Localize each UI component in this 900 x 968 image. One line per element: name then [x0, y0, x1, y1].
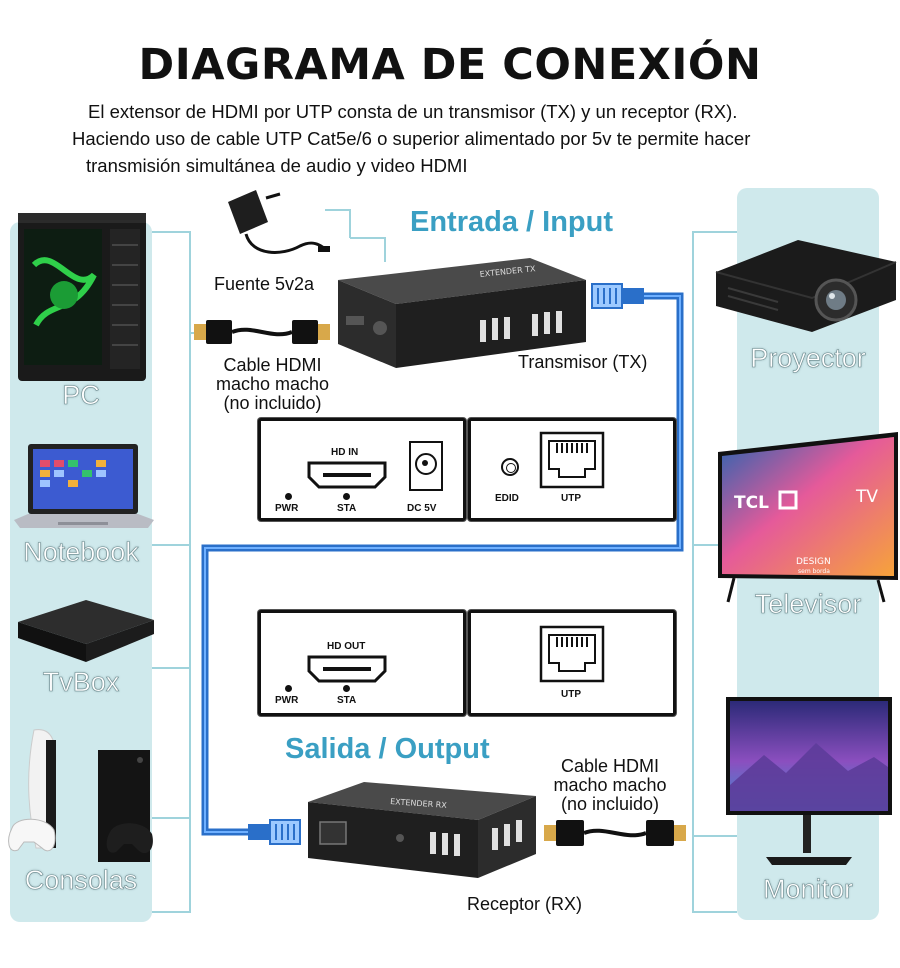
intro-line-1: El extensor de HDMI por UTP consta de un… — [88, 101, 738, 122]
rx-panel-left: HD OUT PWR STA — [258, 610, 466, 716]
cable-hdmi-out-label: Cable HDMI macho macho (no incluido) — [545, 757, 675, 814]
tx-hdmi-label: HD IN — [331, 447, 359, 458]
tx-utp-label: UTP — [561, 493, 581, 504]
projector-icon — [715, 240, 897, 332]
display-label-proyector: Proyector — [750, 343, 866, 374]
intro-line-3: transmisión simultánea de audio y video … — [86, 155, 468, 176]
edid-switch-icon — [501, 458, 519, 476]
cable-hdmi-out-line-1: Cable HDMI — [560, 756, 660, 776]
display-label-monitor: Monitor — [762, 874, 854, 905]
rx-pwr-led-icon — [285, 685, 292, 692]
rx-utp-label: UTP — [561, 689, 581, 700]
rx-panel-right: UTP — [468, 610, 676, 716]
dc-jack-icon — [409, 441, 443, 491]
rx-label: Receptor (RX) — [467, 894, 583, 914]
tv-sub-text: DESIGN — [796, 557, 831, 567]
game-console-icon — [8, 729, 153, 862]
sta-led-icon — [343, 493, 350, 500]
utp-plug-rx-icon — [248, 819, 301, 845]
rj45-port-tx-icon — [539, 431, 605, 489]
monitor-icon — [726, 697, 892, 865]
tx-edid-label: EDID — [495, 493, 519, 504]
tv-box-icon — [18, 600, 154, 662]
cable-hdmi-in-line-3: (no incluido) — [223, 393, 322, 413]
television-icon: TCL TV DESIGN sem borda — [718, 432, 898, 603]
output-header: Salida / Output — [285, 733, 490, 765]
tx-label: Transmisor (TX) — [518, 352, 648, 372]
pc-tower-icon — [18, 213, 146, 381]
transmitter-device-icon: EXTENDER TX — [338, 258, 586, 368]
source-label-tvbox: TvBox — [42, 667, 120, 698]
tx-panel-left: HD IN PWR STA DC 5V — [258, 418, 466, 521]
intro-line-2: Haciendo uso de cable UTP Cat5e/6 o supe… — [72, 128, 751, 149]
cable-hdmi-in-line-2: macho macho — [215, 374, 330, 394]
source-label-notebook: Notebook — [23, 537, 139, 568]
input-header: Entrada / Input — [410, 206, 613, 238]
power-adapter-icon — [228, 190, 330, 254]
rx-sta-label: STA — [337, 695, 357, 706]
source-label-pc: PC — [62, 380, 100, 411]
tv-text: TV — [855, 487, 878, 507]
tx-dc-label: DC 5V — [407, 503, 437, 514]
rx-device-text: EXTENDER RX — [390, 797, 448, 810]
cable-hdmi-in-label: Cable HDMI macho macho (no incluido) — [205, 356, 340, 413]
receiver-device-icon: EXTENDER RX — [308, 782, 536, 878]
cable-hdmi-out-line-3: (no incluido) — [560, 794, 660, 814]
hdmi-cable-out-icon — [544, 820, 686, 846]
hdmi-port-icon — [307, 461, 387, 489]
rj45-port-rx-icon — [539, 625, 605, 683]
hdmi-out-port-icon — [307, 655, 387, 683]
rx-sta-led-icon — [343, 685, 350, 692]
rx-hdmi-label: HD OUT — [327, 641, 366, 652]
laptop-icon — [14, 444, 154, 528]
tv-sub2-text: sem borda — [798, 568, 830, 575]
cable-hdmi-in-line-1: Cable HDMI — [223, 355, 322, 375]
tx-panel-right: EDID UTP — [468, 418, 676, 521]
hdmi-cable-in-icon — [194, 320, 330, 344]
tx-pwr-label: PWR — [275, 503, 299, 514]
tv-brand-text: TCL — [734, 493, 769, 513]
cable-hdmi-out-line-2: macho macho — [553, 775, 667, 795]
source-label-consolas: Consolas — [24, 865, 138, 896]
display-label-televisor: Televisor — [754, 589, 862, 620]
utp-plug-tx-icon — [591, 283, 644, 309]
rx-pwr-label: PWR — [275, 695, 299, 706]
power-label: Fuente 5v2a — [214, 274, 315, 294]
tx-sta-label: STA — [337, 503, 357, 514]
pwr-led-icon — [285, 493, 292, 500]
page-title: DIAGRAMA DE CONEXIÓN — [138, 40, 762, 90]
